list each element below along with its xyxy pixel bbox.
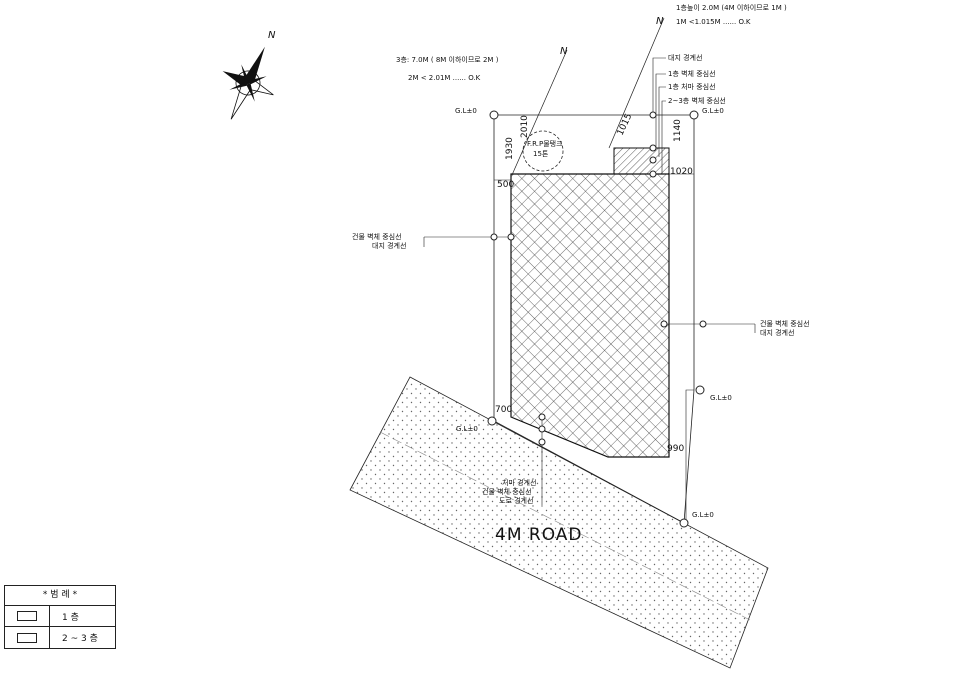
svg-text:건물 벽체 중심선: 건물 벽체 중심선 (482, 487, 532, 496)
legend-row-label: 2 ~ 3 층 (62, 634, 98, 644)
svg-text:1140: 1140 (673, 119, 683, 142)
compass-rose-icon (222, 46, 274, 120)
note-left-2: 2M < 2.01M ...... O.K (408, 74, 481, 82)
legend-row: 1 층 (5, 606, 115, 627)
svg-text:N: N (560, 46, 568, 57)
note-top-right-1: 1층높이 2.0M (4M 이하이므로 1M ) (676, 3, 787, 12)
right-boundary-labels: 건물 벽체 중심선 대지 경계선 (660, 319, 810, 337)
svg-text:990: 990 (667, 444, 684, 454)
svg-text:1020: 1020 (670, 167, 693, 177)
svg-text:2010: 2010 (520, 115, 530, 138)
left-boundary-labels: 건물 벽체 중심선 대지 경계선 (352, 232, 515, 250)
water-tank: F.R.P물탱크 15톤 (522, 130, 564, 172)
svg-text:F.R.P물탱크: F.R.P물탱크 (527, 139, 563, 148)
gl-markers: G.L±0 G.L±0 G.L±0 G.L±0 G.L±0 (455, 107, 732, 528)
svg-text:대지 경계선: 대지 경계선 (760, 328, 794, 337)
svg-text:700: 700 (495, 405, 512, 415)
svg-text:도로 경계선: 도로 경계선 (499, 496, 533, 505)
legend-row-label: 1 층 (62, 612, 79, 623)
svg-text:대지 경계선: 대지 경계선 (668, 53, 702, 62)
svg-text:대지 경계선: 대지 경계선 (372, 241, 406, 250)
svg-text:G.L±0: G.L±0 (456, 425, 478, 433)
note-top-right-2: 1M <1.015M ...... O.K (676, 18, 751, 26)
svg-text:N: N (656, 16, 664, 27)
svg-text:1층 벽체 중심선: 1층 벽체 중심선 (668, 69, 716, 78)
legend-row: 2 ~ 3 층 (5, 627, 115, 648)
legend: * 범 례 * 1 층 2 ~ 3 층 (4, 585, 116, 649)
svg-text:15톤: 15톤 (533, 150, 549, 158)
svg-text:2~3층 벽체 중심선: 2~3층 벽체 중심선 (668, 96, 726, 105)
legend-swatch-floor2-3 (17, 632, 37, 643)
north-line-left (511, 49, 568, 176)
svg-text:G.L±0: G.L±0 (710, 394, 732, 402)
svg-text:G.L±0: G.L±0 (455, 107, 477, 115)
svg-text:N: N (268, 30, 276, 41)
site-boundary-line (493, 114, 695, 524)
svg-text:500: 500 (497, 180, 514, 190)
north-line-right (608, 17, 665, 149)
legend-title: * 범 례 * (5, 586, 115, 606)
svg-text:건물 벽체 중심선: 건물 벽체 중심선 (352, 232, 402, 241)
top-boundary-labels: 대지 경계선 1층 벽체 중심선 1층 처마 중심선 2~3층 벽체 중심선 (649, 53, 726, 178)
building-footprint (510, 173, 670, 458)
svg-text:1930: 1930 (505, 137, 515, 160)
svg-text:처마 경계선: 처마 경계선 (502, 478, 536, 487)
svg-text:1015: 1015 (616, 112, 635, 137)
road-label: 4M ROAD (495, 525, 583, 545)
svg-text:1층 처마 중심선: 1층 처마 중심선 (668, 82, 716, 91)
note-left-1: 3층: 7.0M ( 8M 이하이므로 2M ) (396, 55, 499, 64)
legend-swatch-floor1 (17, 611, 37, 621)
svg-text:건물 벽체 중심선: 건물 벽체 중심선 (760, 319, 810, 328)
svg-text:G.L±0: G.L±0 (702, 107, 724, 115)
floor1-hatched-box (613, 147, 670, 175)
bottom-boundary-labels: 처마 경계선 건물 벽체 중심선 도로 경계선 (482, 413, 546, 505)
svg-text:G.L±0: G.L±0 (692, 511, 714, 519)
